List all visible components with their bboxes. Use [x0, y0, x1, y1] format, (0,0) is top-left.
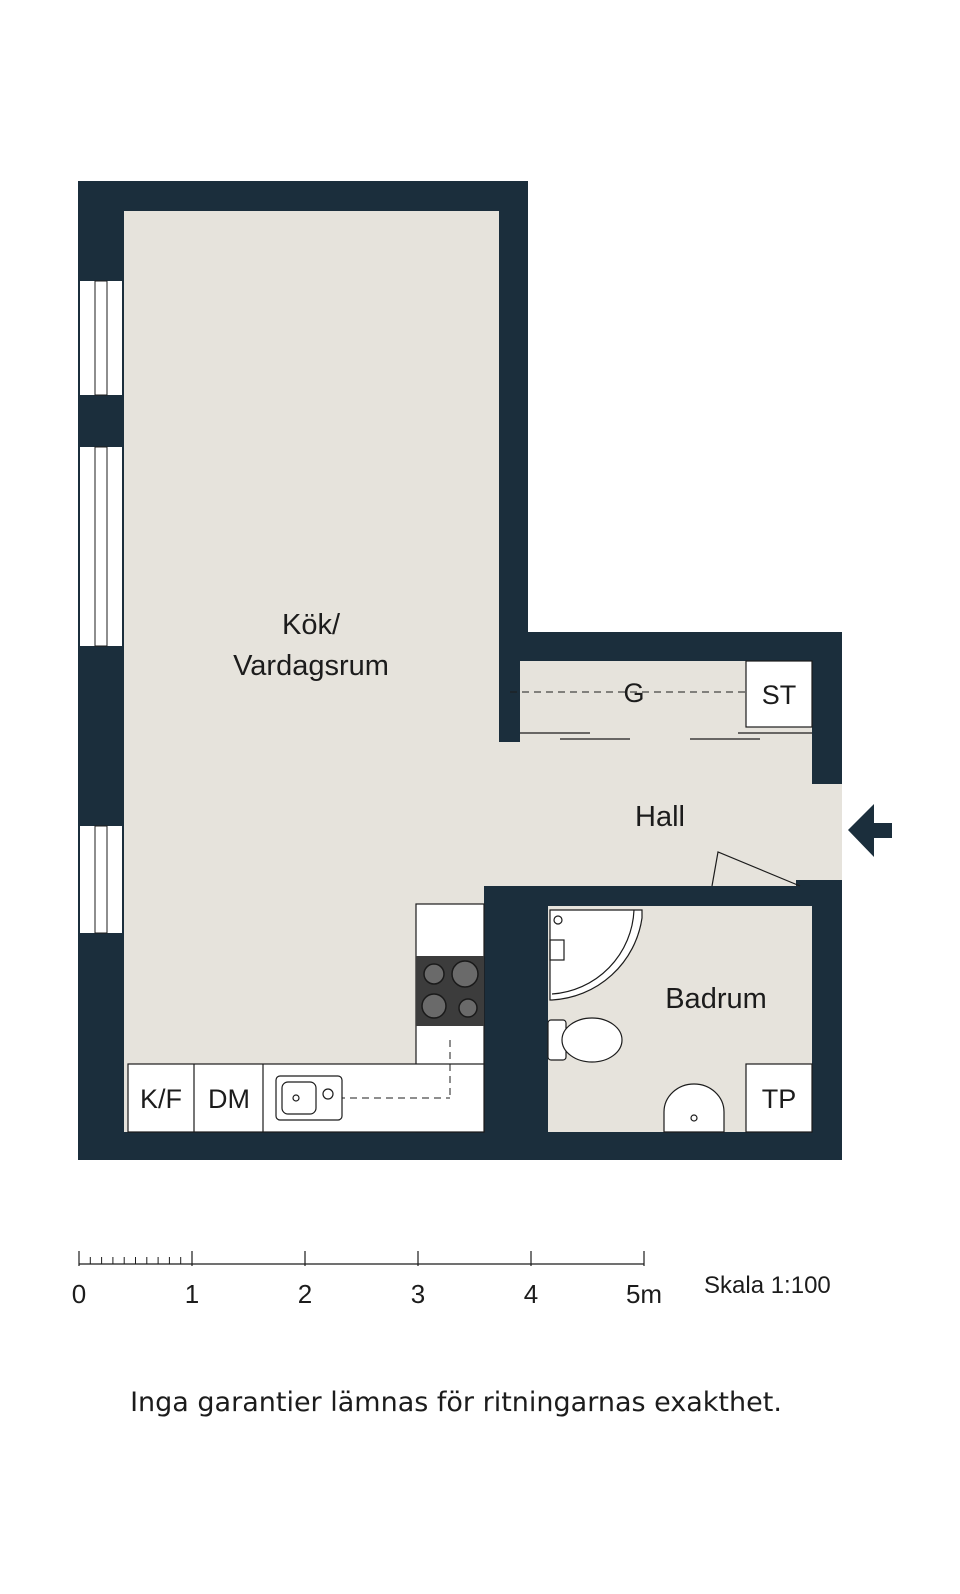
dryer-box — [745, 1063, 813, 1133]
shower-enclosure — [549, 909, 643, 1001]
bath-door — [711, 851, 801, 887]
basin-drain — [690, 1114, 698, 1122]
wash-basin — [663, 1083, 725, 1133]
toilet — [547, 1017, 623, 1063]
label-fridge-freezer: K/F — [140, 1084, 182, 1114]
sink-tap — [322, 1088, 334, 1100]
disclaimer: Inga garantier lämnas för ritningarnas e… — [130, 1387, 782, 1418]
window-3-frame — [94, 825, 108, 934]
shower-head-icon — [553, 915, 563, 925]
entry-jamb-bottom — [796, 880, 842, 906]
scale-tick-label: 1 — [185, 1279, 199, 1309]
bath-door-jamb — [704, 886, 720, 906]
windows — [80, 280, 122, 934]
scale-tick-label: 0 — [72, 1279, 86, 1309]
basin-outline — [663, 1083, 725, 1133]
sink-drain — [292, 1094, 300, 1102]
label-storage: ST — [762, 680, 797, 710]
shower — [549, 909, 643, 1001]
scale-tick-label: 5m — [626, 1279, 662, 1309]
scale-tick-label: 4 — [524, 1279, 538, 1309]
window-1 — [80, 281, 122, 395]
label-dryer: TP — [762, 1084, 797, 1114]
burner — [423, 963, 445, 985]
room-label-bath: Badrum — [665, 983, 767, 1015]
living-room-floor — [124, 211, 842, 1132]
room-label-living-1: Kök/ — [282, 609, 341, 641]
window-1-frame — [94, 280, 108, 396]
burner — [451, 960, 479, 988]
entry-jamb-top — [812, 742, 842, 784]
window-2 — [80, 447, 122, 646]
scale-label: Skala 1:100 — [704, 1272, 831, 1299]
room-label-living-2: Vardagsrum — [233, 650, 389, 682]
stove-burners — [421, 960, 479, 1019]
window-2-frame — [94, 446, 108, 647]
storage-box — [745, 660, 813, 728]
scale-bar: 0 1 2 3 4 5m — [72, 1251, 662, 1309]
scale-tick-label: 2 — [298, 1279, 312, 1309]
kitchen-sink — [275, 1075, 343, 1121]
window-3 — [80, 826, 122, 933]
label-dishwasher: DM — [208, 1084, 250, 1114]
shower-arc-inner — [551, 909, 635, 995]
burner — [421, 993, 447, 1019]
toilet-bowl — [561, 1017, 623, 1063]
scale-tick-label: 3 — [411, 1279, 425, 1309]
burner — [458, 998, 478, 1018]
entrance-arrow-icon — [848, 804, 892, 857]
label-wardrobe: G — [623, 678, 644, 708]
room-label-hall: Hall — [635, 801, 685, 833]
shower-mixer — [549, 939, 565, 961]
